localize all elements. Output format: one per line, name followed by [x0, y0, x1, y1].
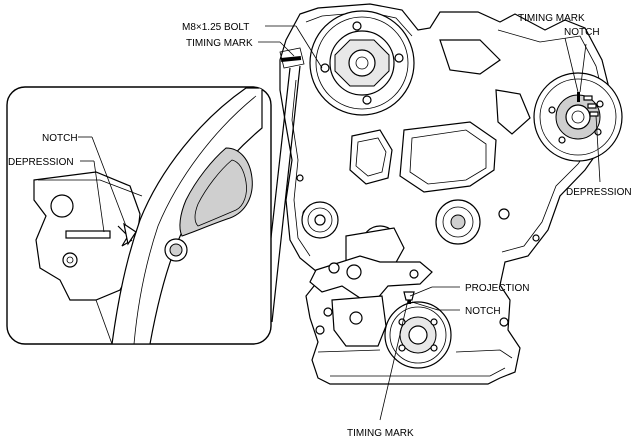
projection-label: PROJECTION: [465, 283, 529, 294]
right-pulley: [533, 72, 623, 162]
timing-mark-label-bottom: TIMING MARK: [347, 428, 414, 439]
cam-timing-mark: [279, 47, 305, 69]
tensioner-bracket: [309, 255, 433, 347]
idler-pulleys: [301, 199, 481, 267]
notch-label-crank: NOTCH: [465, 306, 501, 317]
cover-body-features: [296, 39, 540, 242]
timing-mark-label-top-left: TIMING MARK: [186, 38, 253, 49]
lower-cover: [315, 317, 513, 359]
depression-label-detail: DEPRESSION: [8, 157, 74, 168]
camshaft-pulley: [309, 10, 415, 116]
detail-inset: [6, 86, 272, 345]
timing-mark-label-top-right: TIMING MARK: [518, 13, 585, 24]
depression-label-right: DEPRESSION: [566, 187, 632, 198]
notch-label-top-right: NOTCH: [564, 27, 600, 38]
bolt-label: M8×1.25 BOLT: [182, 22, 249, 33]
crankshaft-pulley: [384, 291, 452, 369]
notch-label-detail: NOTCH: [42, 133, 78, 144]
leader-lines: [78, 25, 601, 421]
